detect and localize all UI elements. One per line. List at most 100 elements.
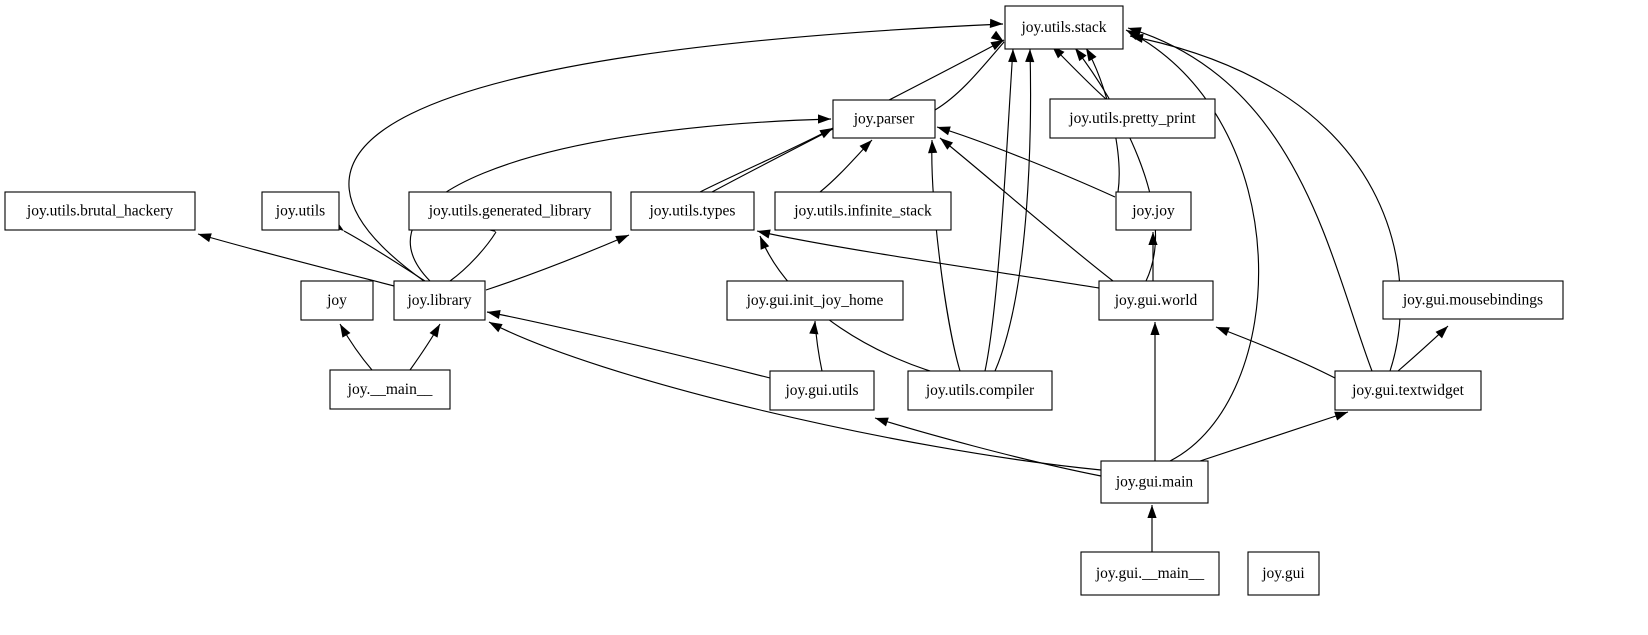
node-label: joy.utils.pretty_print	[1068, 110, 1196, 127]
graph-edge	[1397, 325, 1449, 372]
node-box[interactable]	[726, 280, 904, 321]
node-box[interactable]	[408, 191, 612, 231]
arrowhead-icon	[1075, 48, 1087, 62]
graph-edge	[339, 323, 373, 371]
graph-node[interactable]: joy.utils.stack	[1004, 5, 1124, 50]
edge-line	[197, 233, 399, 288]
graph-edge	[1129, 33, 1402, 372]
edge-line	[348, 23, 1004, 282]
graph-node[interactable]: joy.utils.brutal_hackery	[4, 191, 196, 231]
graph-node[interactable]: joy.gui.utils	[769, 370, 875, 411]
node-box[interactable]	[769, 370, 875, 411]
arrowhead-icon	[818, 114, 831, 124]
node-label: joy.utils.generated_library	[428, 203, 592, 220]
graph-node[interactable]: joy.utils.compiler	[907, 370, 1053, 411]
graph-edge	[1184, 411, 1349, 467]
edge-line	[934, 41, 1005, 111]
graph-node[interactable]: joy.__main__	[329, 369, 451, 410]
edge-line	[994, 48, 1032, 372]
node-box[interactable]	[1100, 460, 1209, 504]
node-label: joy.gui.main	[1115, 474, 1194, 491]
node-box[interactable]	[630, 191, 755, 231]
graph-edge	[1127, 27, 1373, 372]
node-box[interactable]	[1098, 280, 1214, 321]
graph-node[interactable]: joy.utils.infinite_stack	[774, 191, 952, 231]
arrowhead-icon	[1008, 49, 1018, 63]
graph-node[interactable]: joy.gui.init_joy_home	[726, 280, 904, 321]
node-box[interactable]	[832, 99, 936, 139]
graph-edge	[409, 323, 441, 371]
edge-line	[1074, 47, 1157, 282]
edge-line	[449, 231, 497, 282]
graph-edge	[759, 235, 956, 379]
edge-line	[759, 235, 956, 379]
edge-line	[936, 126, 1116, 198]
arrowhead-icon	[990, 30, 1004, 42]
graph-edge	[488, 321, 1102, 471]
node-label: joy.utils.brutal_hackery	[26, 203, 173, 220]
node-label: joy.utils	[275, 203, 325, 220]
node-box[interactable]	[1247, 551, 1320, 596]
arrowhead-icon	[1150, 322, 1160, 336]
node-box[interactable]	[329, 369, 451, 410]
node-box[interactable]	[261, 191, 340, 231]
graph-edge	[699, 127, 834, 193]
graph-node[interactable]: joy.library	[393, 280, 486, 321]
arrowhead-icon	[1334, 411, 1348, 421]
graph-node[interactable]: joy.utils	[261, 191, 340, 231]
node-label: joy.gui.mousebindings	[1402, 292, 1543, 309]
node-box[interactable]	[4, 191, 196, 231]
graph-node[interactable]: joy.gui.mousebindings	[1382, 280, 1564, 320]
arrowhead-icon	[940, 138, 954, 150]
graph-edge	[197, 233, 399, 288]
node-label: joy.utils.compiler	[925, 382, 1035, 399]
arrowhead-icon	[859, 140, 872, 153]
arrowhead-icon	[1130, 33, 1144, 43]
graph-edge	[819, 139, 873, 193]
node-box[interactable]	[1080, 551, 1220, 596]
graph-edge	[928, 139, 961, 372]
node-box[interactable]	[1004, 5, 1124, 50]
graph-edge	[874, 417, 1102, 477]
graph-edge	[1148, 232, 1158, 281]
node-box[interactable]	[907, 370, 1053, 411]
node-label: joy.gui.__main__	[1095, 565, 1205, 582]
arrowhead-icon	[489, 322, 503, 333]
arrowhead-icon	[1128, 27, 1142, 37]
edge-line	[939, 137, 1114, 282]
graph-node[interactable]: joy.gui.__main__	[1080, 551, 1220, 596]
arrowhead-icon	[1216, 327, 1230, 337]
graph-edge	[994, 48, 1035, 372]
graph-edge	[485, 234, 630, 291]
node-box[interactable]	[1115, 191, 1192, 231]
graph-node[interactable]: joy.utils.pretty_print	[1049, 98, 1216, 139]
graph-edge	[984, 48, 1018, 372]
node-label: joy.parser	[853, 111, 915, 128]
graph-node[interactable]: joy.utils.generated_library	[408, 191, 612, 231]
graph-node[interactable]: joy.joy	[1115, 191, 1192, 231]
edge-line	[699, 127, 834, 193]
node-box[interactable]	[1049, 98, 1216, 139]
arrowhead-icon	[615, 235, 629, 245]
graph-node[interactable]: joy.parser	[832, 99, 936, 139]
edge-line	[1184, 411, 1349, 467]
node-box[interactable]	[300, 280, 374, 321]
node-box[interactable]	[393, 280, 486, 321]
node-box[interactable]	[1382, 280, 1564, 320]
node-box[interactable]	[774, 191, 952, 231]
node-label: joy.joy	[1131, 203, 1175, 220]
graph-node[interactable]: joy	[300, 280, 374, 321]
edge-line	[343, 230, 426, 282]
arrowhead-icon	[990, 40, 1004, 51]
graph-node[interactable]: joy.utils.types	[630, 191, 755, 231]
node-box[interactable]	[1334, 370, 1482, 411]
graph-node[interactable]: joy.gui.textwidget	[1334, 370, 1482, 411]
graph-edge	[1147, 505, 1157, 552]
graph-node[interactable]: joy.gui	[1247, 551, 1320, 596]
edge-line	[409, 118, 832, 282]
edge-line	[1127, 27, 1373, 372]
graph-node[interactable]: joy.gui.world	[1098, 280, 1214, 321]
graph-node[interactable]: joy.gui.main	[1100, 460, 1209, 504]
